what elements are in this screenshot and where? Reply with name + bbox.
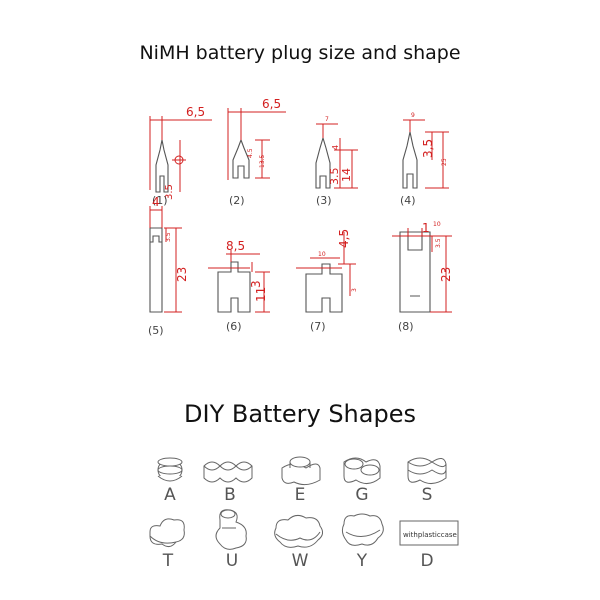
plug-3: 7 4 3.5 14 (3) bbox=[315, 116, 358, 207]
pyramid-cells-icon bbox=[281, 456, 321, 486]
plug-1-height-dim: 3.5 bbox=[164, 184, 175, 200]
plug-4-tip-dim: 3,5 bbox=[421, 139, 435, 158]
plug-3-tip-dim: 4 bbox=[331, 145, 340, 150]
plug-7: 10 4,5 3 (7) bbox=[296, 229, 358, 333]
shape-letter-b: B bbox=[224, 485, 236, 505]
plug-7-slot-dim: 3 bbox=[351, 288, 358, 292]
plug-5: 4 3.5 23 (5) bbox=[148, 195, 189, 337]
plug-3-height-dim: 14 bbox=[340, 168, 353, 182]
plug-7-tip-dim: 4,5 bbox=[337, 229, 351, 248]
plug-2-width-dim: 6,5 bbox=[262, 97, 281, 111]
plug-1-label: (1) bbox=[152, 194, 168, 207]
plug-6-width-dim: 8,5 bbox=[226, 239, 245, 253]
plug-5-width-dim: 4 bbox=[152, 195, 160, 209]
plug-5-height-dim: 23 bbox=[175, 267, 189, 282]
plug-8-tip-dim: 3.5 bbox=[435, 238, 442, 248]
shape-letter-d: D bbox=[420, 551, 433, 571]
u-cells-icon bbox=[215, 509, 247, 550]
plug-8-width-dim: 1 bbox=[422, 221, 430, 235]
y-cells-icon bbox=[341, 513, 384, 546]
row-cells-icon bbox=[203, 461, 253, 483]
plug-1: 6,5 3.5 (1) bbox=[149, 105, 212, 207]
shape-letter-t: T bbox=[162, 551, 174, 571]
shape-letter-u: U bbox=[226, 551, 238, 571]
shape-letter-s: S bbox=[422, 485, 433, 505]
w-cells-icon bbox=[274, 514, 324, 548]
plug-6-height-dim: 11 bbox=[254, 287, 268, 302]
plug-2-tip-dim: 4.5 bbox=[247, 148, 254, 158]
double-stack-cells-icon bbox=[343, 457, 381, 484]
plug-4-width-dim: 9 bbox=[411, 112, 415, 119]
plug-4-label: (4) bbox=[400, 194, 416, 207]
plug-6-label: (6) bbox=[226, 320, 242, 333]
plug-8-label: (8) bbox=[398, 320, 414, 333]
shape-letter-y: Y bbox=[356, 551, 368, 571]
side-stack-cells-icon bbox=[407, 457, 447, 484]
plug-8-top-dim: 10 bbox=[433, 221, 441, 228]
plug-8-height-dim: 23 bbox=[439, 267, 453, 282]
shape-letter-e: E bbox=[295, 485, 306, 505]
plug-7-width-dim: 10 bbox=[318, 251, 326, 258]
plug-6-slot-dim: 3 bbox=[249, 280, 263, 288]
stacked-cells-icon bbox=[157, 457, 183, 482]
plug-2-height-dim: 13.5 bbox=[259, 154, 266, 168]
plug-3-label: (3) bbox=[316, 194, 332, 207]
page-title: NiMH battery plug size and shape bbox=[139, 42, 461, 64]
plug-3-width-dim: 7 bbox=[325, 116, 329, 123]
plastic-case-icon: withplasticcase bbox=[399, 520, 459, 546]
plug-4: 9 3,5 25 (4) bbox=[400, 112, 449, 207]
plug-2: 6,5 4.5 13.5 (2) bbox=[227, 97, 286, 207]
section-title: DIY Battery Shapes bbox=[184, 400, 416, 428]
plug-7-label: (7) bbox=[310, 320, 326, 333]
shape-letter-g: G bbox=[355, 485, 368, 505]
plug-5-tip-dim: 3.5 bbox=[165, 232, 172, 242]
shape-letter-w: W bbox=[292, 551, 309, 571]
plug-4-height-dim: 25 bbox=[441, 158, 448, 166]
plastic-case-label: withplasticcase bbox=[403, 531, 457, 539]
plug-6: 8,5 3 11 (6) bbox=[208, 239, 270, 333]
plug-2-label: (2) bbox=[229, 194, 245, 207]
plug-1-width-dim: 6,5 bbox=[186, 105, 205, 119]
plug-3-mid-dim: 3.5 bbox=[328, 168, 341, 186]
triangle-cells-icon bbox=[149, 518, 185, 548]
shape-letter-a: A bbox=[164, 485, 176, 505]
plug-8: 1 10 3.5 23 (8) bbox=[392, 221, 453, 333]
plug-5-label: (5) bbox=[148, 324, 164, 337]
